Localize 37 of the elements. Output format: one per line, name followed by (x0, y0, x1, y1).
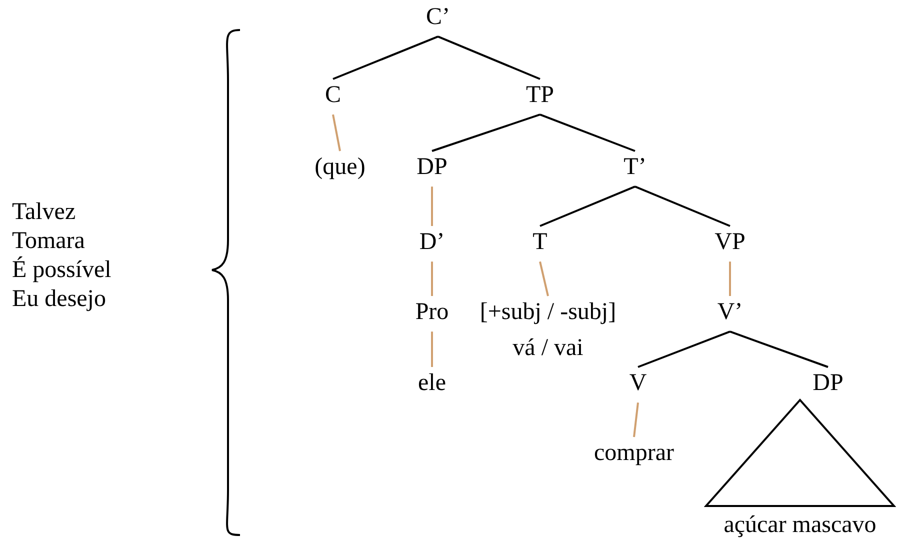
tree-node-label: V’ (717, 298, 743, 327)
tree-node-label: comprar (594, 439, 674, 468)
tree-branch (638, 330, 730, 368)
tree-node-label: DP (812, 369, 844, 398)
tree-branch (332, 36, 438, 80)
sentence-introducer: Eu desejo (12, 285, 107, 314)
tree-node-label: D’ (419, 228, 445, 257)
tree-node-label: DP (416, 153, 448, 182)
tree-node-label: T’ (624, 153, 646, 182)
tree-branch (729, 262, 731, 296)
sentence-introducer: Talvez (12, 198, 77, 227)
tree-branch (432, 114, 540, 152)
tree-branch (540, 114, 636, 152)
tree-branch (431, 262, 433, 296)
tree-node-label: VP (714, 228, 746, 257)
tree-branch (332, 114, 341, 152)
tree-node-label: C’ (426, 3, 450, 32)
tree-branch (634, 186, 730, 227)
tree-branch (730, 330, 828, 368)
tree-branch (431, 332, 433, 367)
tree-node-label: V (629, 369, 647, 398)
tree-branch (540, 186, 636, 227)
tree-branch (438, 36, 540, 80)
tree-node-label: Pro (415, 298, 449, 327)
tree-node-label: TP (526, 81, 554, 110)
tree-branch (633, 402, 639, 438)
tree-node-label: açúcar mascavo (724, 511, 876, 540)
tree-node-label: T (532, 228, 548, 257)
tree-node-label: [+subj / -subj] (480, 298, 616, 327)
tree-node-label: (que) (314, 153, 366, 182)
tree-branch (539, 261, 549, 296)
tree-branch (431, 186, 433, 226)
sentence-introducer: Tomara (12, 227, 86, 256)
tree-node-label: C (325, 81, 341, 110)
tree-node-label: vá / vai (512, 334, 584, 363)
sentence-introducer: É possível (12, 256, 112, 285)
tree-node-label: ele (418, 369, 446, 398)
